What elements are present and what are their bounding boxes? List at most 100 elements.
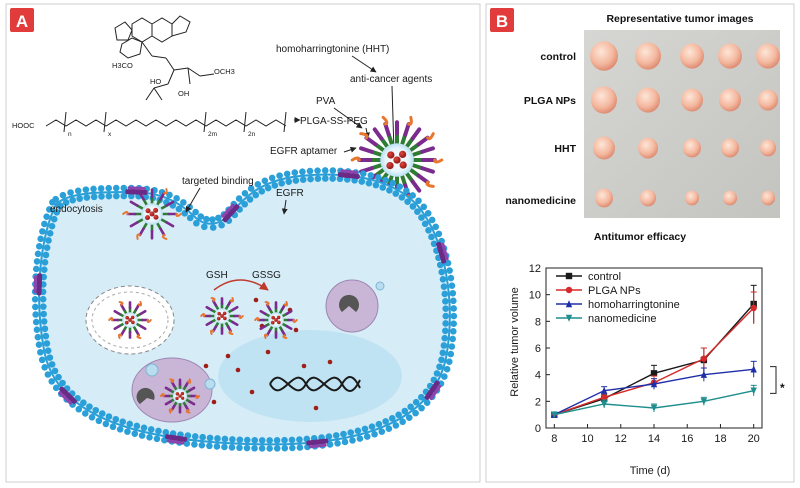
tumor-3-1	[640, 189, 656, 207]
egfr-receptor-side-8	[127, 186, 146, 190]
membrane-dot-119	[296, 436, 303, 443]
np-large-peg-18	[416, 135, 430, 147]
np-degrading-aptamer-10	[283, 300, 289, 307]
membrane-dot-201	[428, 233, 435, 241]
x-tick-label-0: 8	[551, 433, 557, 445]
membrane-dot-90	[191, 441, 198, 448]
tumor-0-4	[756, 43, 780, 69]
np-degrading-drug-1	[276, 315, 281, 320]
membrane-dot-133	[347, 429, 355, 436]
membrane-dot-29	[40, 303, 47, 310]
membrane-dot-112	[273, 445, 281, 452]
np-binding-drug-1	[153, 207, 159, 213]
np-cytosol-aptamer-0	[238, 315, 244, 319]
membrane-dot-221	[379, 184, 387, 191]
y-tick-label-2: 4	[535, 370, 541, 382]
membrane-dot-202	[432, 223, 439, 231]
legend-label-1: PLGA NPs	[588, 285, 641, 297]
np-lysosome-aptamer-4	[168, 408, 173, 414]
np-cytosol-peg-5	[205, 320, 213, 327]
dna-strand-2	[269, 376, 361, 392]
np-degrading-peg-1	[285, 324, 293, 331]
np-binding-aptamer-2	[161, 234, 168, 240]
legend-marker-3	[565, 314, 573, 322]
membrane-dot-2	[46, 206, 53, 213]
np-large-drug-1	[398, 150, 407, 159]
membrane-dot-33	[40, 318, 48, 325]
point-3-4	[750, 387, 757, 395]
membrane-dot-315	[57, 202, 64, 209]
membrane-dot-254	[254, 181, 262, 188]
np-lysosome-peg-1	[188, 400, 196, 406]
membrane-dot-273	[201, 223, 208, 231]
lysosome-right-pacman	[338, 294, 359, 312]
point-1-3	[700, 355, 708, 362]
membrane-dot-99	[221, 435, 229, 443]
membrane-dot-145	[388, 414, 396, 422]
np-binding-drug-3	[153, 214, 159, 220]
membrane-dot-189	[439, 276, 447, 283]
tumor-0-1	[635, 42, 661, 70]
egfr-receptor-0	[33, 273, 43, 296]
membrane-dot-215	[398, 194, 406, 201]
membrane-dot-130	[341, 438, 349, 446]
membrane-dot-139	[368, 423, 376, 430]
arrow-aptamer	[343, 146, 357, 153]
membrane-dot-245	[292, 177, 300, 184]
np-binding	[122, 188, 182, 240]
membrane-dot-173	[441, 334, 449, 342]
membrane-dot-32	[32, 318, 40, 326]
membrane-dot-14	[34, 250, 42, 258]
membrane-dot-179	[442, 312, 450, 320]
membrane-dot-147	[395, 411, 402, 419]
membrane-dot-227	[358, 178, 366, 185]
np-cytosol	[200, 296, 244, 336]
membrane-dot-246	[283, 170, 291, 178]
membrane-dot-59	[80, 399, 87, 406]
tumor-0-0	[590, 41, 618, 71]
np-binding-drug-0	[145, 208, 151, 214]
membrane-dot-235	[329, 175, 336, 182]
membrane-dot-109	[258, 437, 266, 444]
membrane-dot-15	[42, 251, 50, 259]
membrane-dot-168	[447, 350, 455, 358]
np-large-peg-19	[420, 146, 435, 154]
membrane-dot-10	[37, 235, 44, 243]
membrane-dot-210	[415, 197, 422, 205]
np-lysosome-aptamer-6	[159, 393, 165, 397]
label-targeted: targeted binding	[182, 176, 254, 187]
membrane-dot-149	[401, 407, 409, 415]
egfr-receptor-side-1	[58, 391, 73, 405]
membrane-dot-199	[430, 240, 438, 248]
membrane-dot-302	[97, 185, 105, 192]
np-binding-peg-5	[129, 221, 139, 228]
membrane-dot-305	[90, 193, 98, 201]
np-endosome-aptamer-10	[137, 300, 143, 307]
np-lysosome-peg-5	[164, 400, 172, 406]
membrane-dot-75	[133, 422, 141, 430]
chart-ylabel: Relative tumor volume	[509, 287, 521, 396]
mol-oh: OH	[178, 89, 189, 98]
membrane-dot-83	[162, 429, 170, 436]
np-endosome-aptamer-0	[146, 319, 152, 323]
membrane-dot-50	[52, 384, 60, 392]
membrane-dot-132	[349, 437, 356, 444]
membrane-dot-88	[183, 440, 191, 447]
membrane-dot-134	[356, 435, 364, 442]
images-title: Representative tumor images	[606, 13, 753, 25]
membrane-dot-37	[42, 332, 50, 340]
poly-hooc: HOOC	[12, 121, 35, 130]
egfr-receptor-body-4	[424, 380, 440, 400]
membrane-dot-190	[446, 267, 453, 274]
np-large-drug-2	[386, 161, 394, 170]
np-cytosol-peg-1	[231, 320, 239, 327]
panel-b-badge	[490, 8, 514, 32]
membrane-dot-225	[365, 179, 373, 187]
free-drug-3	[293, 327, 299, 333]
membrane-dot-51	[59, 379, 66, 387]
membrane-dot-205	[421, 220, 429, 228]
membrane-dot-271	[209, 224, 217, 231]
membrane-dot-155	[418, 393, 425, 401]
chart-xlabel: Time (d)	[630, 465, 671, 477]
egfr-receptor-body-0	[36, 273, 43, 296]
